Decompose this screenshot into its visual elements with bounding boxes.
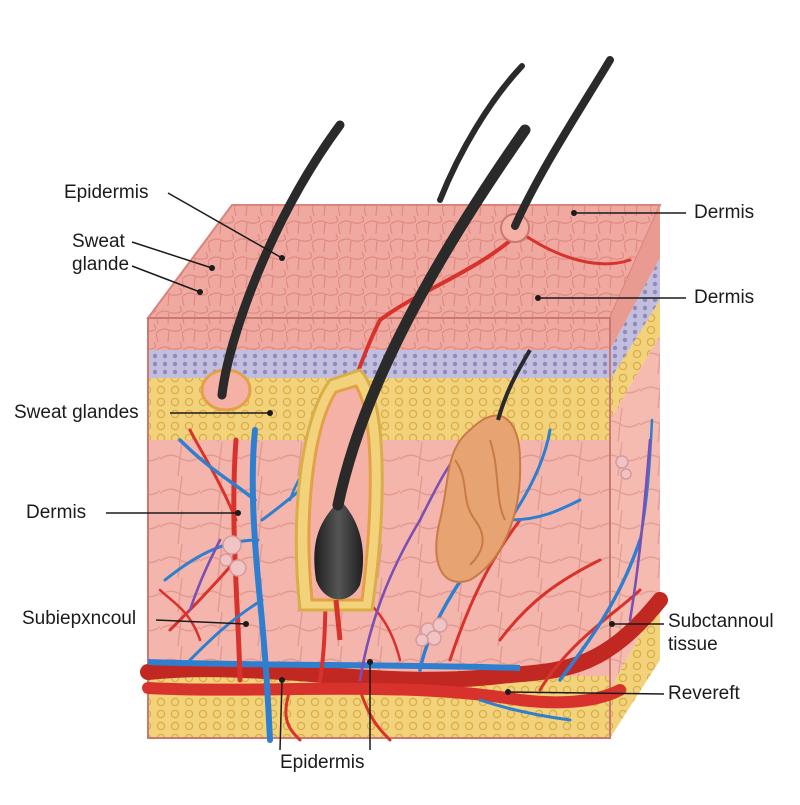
sweat-gland <box>435 348 532 583</box>
label-subiep: Subiepxncoul <box>22 608 137 629</box>
label-subct-line2: tissue <box>668 634 718 655</box>
leader-lines <box>106 192 686 751</box>
label-dermis-right-mid: Dermis <box>694 287 755 308</box>
cell-clusters <box>219 455 632 647</box>
hair-left <box>200 120 345 412</box>
label-sweat-line1: Sweat <box>72 231 125 252</box>
label-sweat-line2: glande <box>72 254 130 275</box>
label-subct-line1: Subctannoul <box>668 611 774 632</box>
right-side-face <box>610 205 660 738</box>
artery-network <box>158 230 642 742</box>
label-epidermis-bottom: Epidermis <box>280 752 365 773</box>
leader-dots <box>197 210 615 695</box>
label-revereft: Revereft <box>668 683 740 704</box>
label-sweat-glandes: Sweat glandes <box>14 402 139 423</box>
hair-follicle <box>294 124 531 641</box>
label-dermis-right-top: Dermis <box>694 202 755 223</box>
hair-right <box>437 56 614 243</box>
label-epidermis-top: Epidermis <box>64 182 149 203</box>
label-dermis-left: Dermis <box>26 502 87 523</box>
